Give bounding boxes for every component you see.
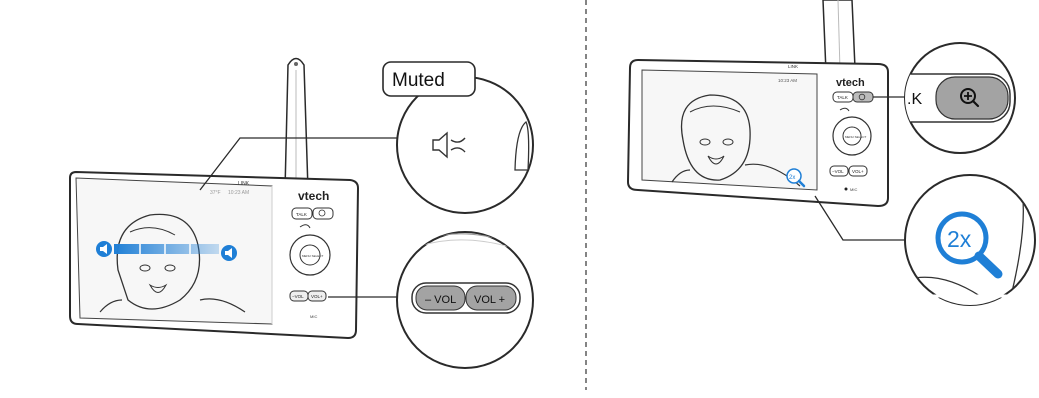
r-zoom-icon xyxy=(858,93,866,101)
mic-label: MIC xyxy=(310,314,317,319)
left-monitor: LINK 37°F 10:23 AM vtech TALK MENU SE xyxy=(69,57,360,340)
r-menu-select-button[interactable] xyxy=(842,126,862,146)
status-time: 10:23 AM xyxy=(228,190,249,196)
r-status-link: LINK xyxy=(788,64,798,69)
volume-down-icon xyxy=(96,241,112,257)
zoomed-partial-label: .K xyxy=(907,91,922,108)
volume-up-icon xyxy=(221,245,237,261)
zoom-button-magnifier: .K xyxy=(904,42,1016,154)
brand-logo: vtech xyxy=(298,189,329,203)
zoomed-vol-minus-button[interactable] xyxy=(415,285,466,311)
zoom-in-icon xyxy=(960,88,980,108)
r-back-icon xyxy=(839,107,850,112)
talk-button[interactable] xyxy=(291,207,313,220)
r-vol-plus-button[interactable] xyxy=(848,165,868,177)
zoomed-vol-minus-label: – VOL xyxy=(425,294,456,306)
muted-magnifier: Muted xyxy=(382,61,534,214)
muted-callout xyxy=(382,61,476,97)
zoom-2x-label: 2x xyxy=(947,226,972,252)
zoomed-vol-plus-button[interactable] xyxy=(465,285,517,311)
volume-level-bar xyxy=(114,244,219,254)
r-vol-minus-button[interactable] xyxy=(829,165,849,177)
zoom-icon xyxy=(318,209,326,217)
muted-callout-text: Muted xyxy=(392,70,445,91)
zoomed-zoom-button[interactable] xyxy=(935,76,1009,120)
right-monitor: LINK 10:23 AM 2x vtech TALK MENU SELECT … xyxy=(626,0,889,208)
r-status-time: 10:23 AM xyxy=(778,78,797,83)
r-talk-label: TALK xyxy=(837,95,848,100)
back-icon xyxy=(299,224,311,229)
vol-minus-label: −VOL xyxy=(292,294,304,299)
zoom-2x-indicator-small: 2x xyxy=(786,168,806,188)
vol-plus-button[interactable] xyxy=(307,290,327,302)
status-link-label: LINK xyxy=(238,181,250,187)
r-menu-select-label: MENU SELECT xyxy=(845,135,867,139)
r-zoom-button[interactable] xyxy=(852,91,874,103)
status-temp: 37°F xyxy=(210,190,221,196)
r-vol-plus-label: VOL+ xyxy=(852,169,864,174)
speaker-muted-icon xyxy=(432,131,466,159)
zoomed-vol-plus-label: VOL + xyxy=(474,294,505,306)
r-brand-logo: vtech xyxy=(836,77,865,89)
zoom-button[interactable] xyxy=(312,207,334,220)
r-vol-minus-label: −VOL xyxy=(832,169,844,174)
menu-select-button[interactable] xyxy=(299,244,321,266)
zoom-2x-icon: 2x xyxy=(935,211,1003,279)
volume-magnifier: – VOL VOL + xyxy=(396,231,534,369)
talk-button-label: TALK xyxy=(296,212,307,217)
svg-text:2x: 2x xyxy=(789,175,795,181)
vol-plus-label: VOL+ xyxy=(311,294,323,299)
menu-select-label: MENU SELECT xyxy=(302,254,324,258)
r-mic-label: MIC xyxy=(850,187,857,192)
zoom-2x-magnifier: 2x xyxy=(904,174,1036,306)
